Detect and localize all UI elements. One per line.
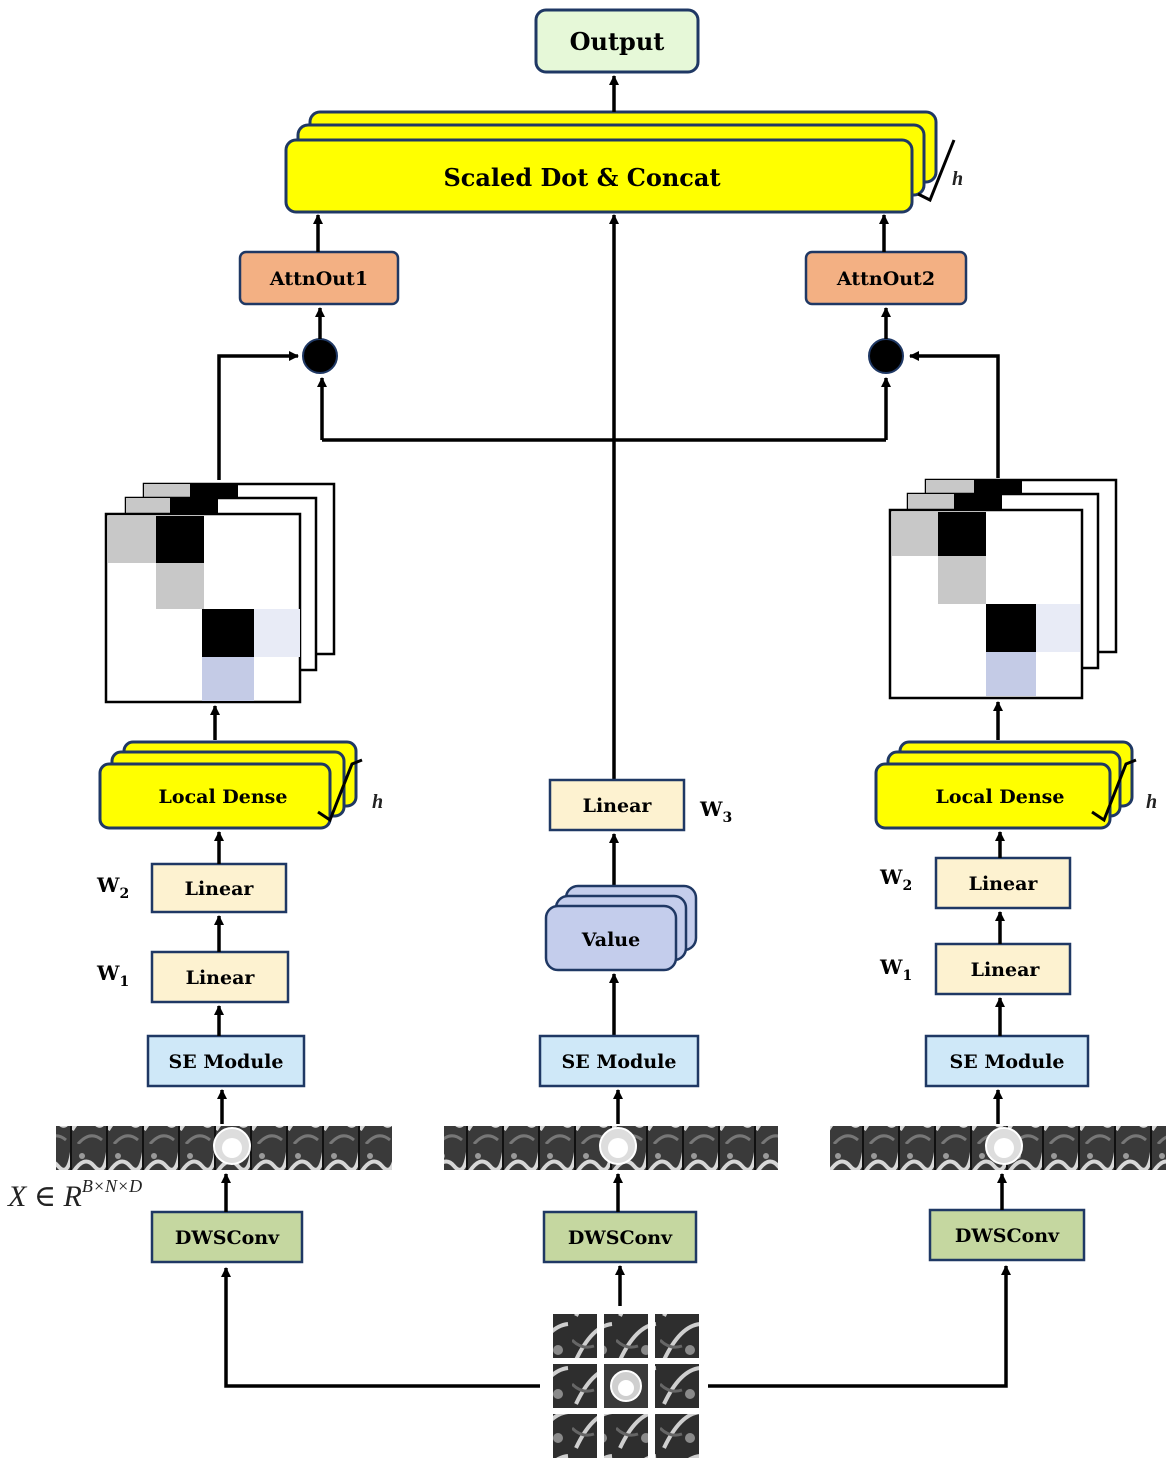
dwsconv-center-label: DWSConv — [568, 1227, 673, 1249]
scaled-dot-concat-stack: Scaled Dot & Concat h — [284, 110, 963, 214]
arrow-map-left-to-node — [217, 351, 299, 480]
attn-out-1-box: AttnOut1 — [238, 250, 400, 306]
heads-label-top: h — [952, 168, 963, 190]
scaled-dot-concat-label: Scaled Dot & Concat — [443, 163, 720, 192]
heads-label-left: h — [372, 791, 383, 813]
dwsconv-left-box: DWSConv — [150, 1210, 304, 1264]
dwsconv-center-box: DWSConv — [542, 1210, 698, 1264]
heads-label-right: h — [1146, 791, 1157, 813]
attention-map-stack-right — [888, 478, 1118, 700]
heads-bracket-right — [1091, 758, 1137, 823]
weight-w1-right: W1 — [879, 955, 912, 984]
input-patch-grid — [553, 1314, 699, 1458]
attention-map-stack-left — [104, 482, 336, 704]
dwsconv-left-label: DWSConv — [175, 1227, 280, 1249]
arrow-input-to-dwsconv-right — [708, 1265, 1011, 1388]
linear-w1-left-label: Linear — [186, 967, 256, 989]
attn-out-2-label: AttnOut2 — [836, 268, 935, 290]
se-module-right-box: SE Module — [924, 1034, 1090, 1088]
dwsconv-right-label: DWSConv — [955, 1225, 1060, 1247]
weight-w3-label: W3 — [699, 797, 732, 826]
linear-w1-right-box: Linear — [934, 942, 1072, 996]
local-dense-stack-right: Local Dense h — [874, 740, 1157, 830]
se-module-left-box: SE Module — [146, 1034, 306, 1088]
local-dense-stack-left: Local Dense h — [98, 740, 383, 830]
dwsconv-right-box: DWSConv — [928, 1208, 1086, 1262]
attn-out-1-label: AttnOut1 — [269, 268, 368, 290]
input-formula: X ∈ RB×N×D — [7, 1176, 142, 1213]
arrow-input-to-dwsconv-left — [221, 1267, 540, 1388]
attn-out-2-box: AttnOut2 — [804, 250, 968, 306]
linear-w2-left-label: Linear — [185, 878, 255, 900]
dot-product-node-left — [302, 338, 338, 374]
linear-w3-label: Linear — [583, 795, 653, 817]
local-dense-right-label: Local Dense — [936, 786, 1065, 808]
heads-bracket-left — [317, 758, 363, 823]
output-label: Output — [570, 27, 665, 56]
se-module-right-label: SE Module — [950, 1051, 1065, 1073]
value-stack: Value — [544, 884, 698, 972]
output-box: Output — [534, 8, 700, 74]
linear-w1-left-box: Linear — [150, 950, 290, 1004]
patch-strip-left — [56, 1126, 392, 1170]
se-module-left-label: SE Module — [169, 1051, 284, 1073]
linear-w3-box: Linear — [548, 778, 686, 832]
linear-w2-left-box: Linear — [150, 862, 288, 914]
arrow-map-right-to-node — [909, 351, 1000, 478]
patch-strip-center — [444, 1126, 778, 1170]
local-dense-left-label: Local Dense — [159, 786, 288, 808]
weight-w1-left: W1 — [96, 961, 129, 990]
linear-w1-right-label: Linear — [971, 959, 1041, 981]
heads-bracket — [917, 139, 956, 203]
se-module-center-box: SE Module — [538, 1034, 700, 1088]
value-label: Value — [581, 929, 640, 951]
weight-w2-right: W2 — [879, 865, 912, 894]
linear-w2-right-box: Linear — [934, 856, 1072, 910]
dot-product-node-right — [868, 338, 904, 374]
se-module-center-label: SE Module — [562, 1051, 677, 1073]
linear-w2-right-label: Linear — [969, 873, 1039, 895]
weight-w2-left: W2 — [96, 873, 129, 902]
patch-strip-right — [830, 1126, 1166, 1170]
